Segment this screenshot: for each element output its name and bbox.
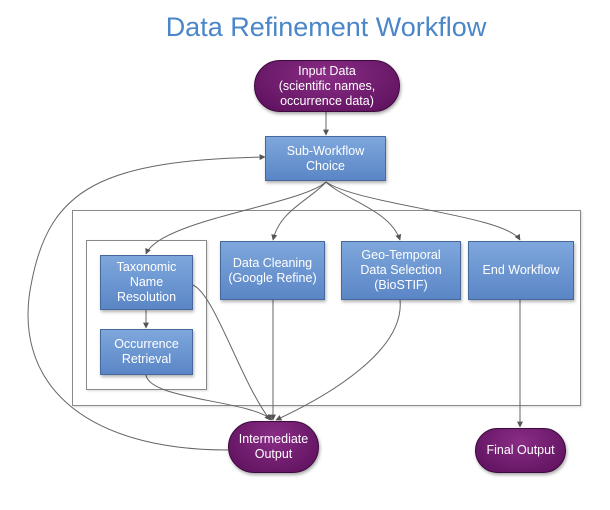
edge-choice-geo [325, 181, 402, 241]
sub-workflow-choice-node: Sub-Workflow Choice [265, 136, 386, 181]
edge-choice-taxonomic [145, 181, 327, 255]
data-cleaning-node: Data Cleaning (Google Refine) [220, 241, 325, 300]
intermediate-output-node: Intermediate Output [228, 421, 319, 473]
occurrence-retrieval-node: Occurrence Retrieval [100, 329, 193, 375]
taxonomic-name-resolution-node: Taxonomic Name Resolution [100, 255, 193, 310]
edge-choice-cleaning [271, 181, 327, 241]
input-data-node: Input Data (scientific names, occurrence… [254, 60, 400, 112]
final-output-node: Final Output [475, 428, 566, 473]
edge-choice-end [325, 181, 521, 241]
edge-intermediate-choice [27, 154, 266, 451]
edge-taxonomic-intermediate [192, 284, 271, 421]
end-workflow-node: End Workflow [468, 241, 574, 300]
edge-occurrence-intermediate [145, 374, 273, 421]
diagram-title: Data Refinement Workflow [165, 12, 487, 42]
edge-geo-intermediate [275, 299, 401, 421]
geo-temporal-selection-node: Geo-Temporal Data Selection (BioSTIF) [341, 241, 461, 300]
